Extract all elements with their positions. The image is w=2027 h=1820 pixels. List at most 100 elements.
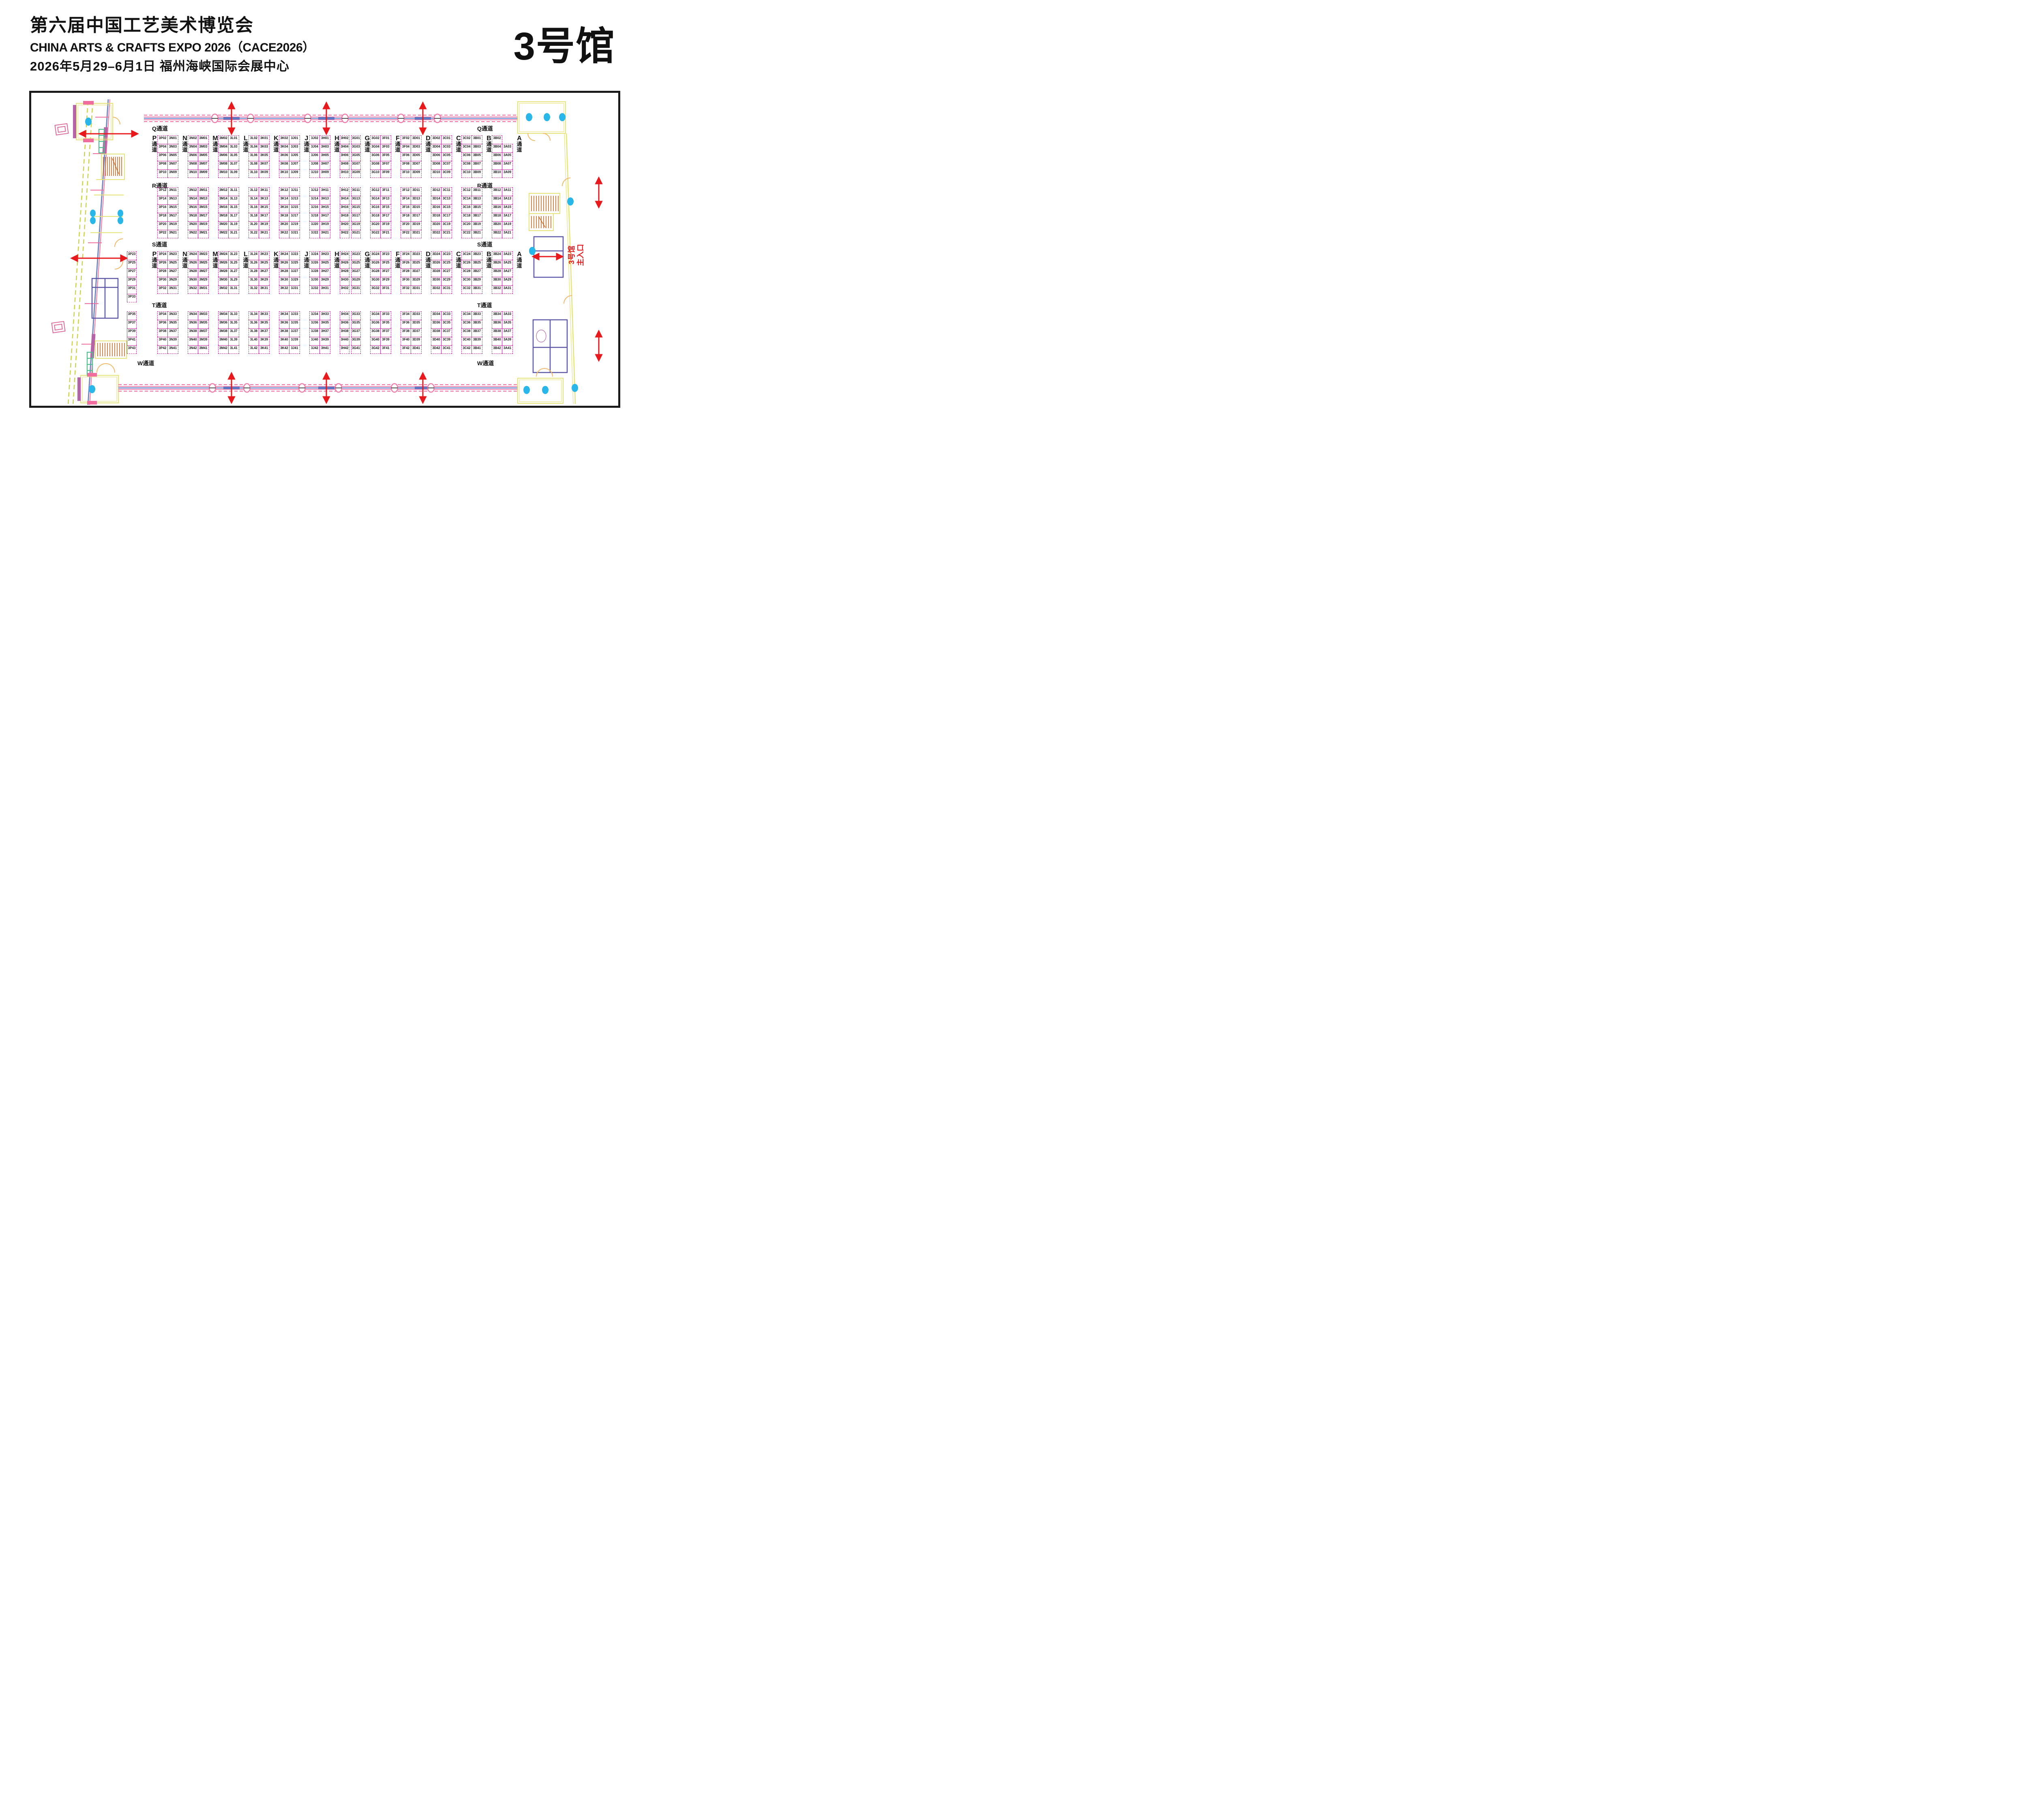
booth-cell[interactable]: 3F41 xyxy=(381,345,391,354)
booth-cell[interactable]: 3B09 xyxy=(472,169,482,178)
booth-cell[interactable]: 3G37 xyxy=(351,328,361,337)
booth-cell[interactable]: 3K20 xyxy=(279,221,289,230)
booth-cell[interactable]: 3J27 xyxy=(289,268,300,277)
booth-cell[interactable]: 3D11 xyxy=(411,187,422,196)
booth-cell[interactable]: 3N27 xyxy=(168,268,178,277)
booth-cell[interactable]: 3C32 xyxy=(461,285,472,294)
booth-cell[interactable]: 3F03 xyxy=(381,144,391,152)
booth-cell[interactable]: 3J04 xyxy=(309,144,320,152)
booth-cell[interactable]: 3N01 xyxy=(168,135,178,144)
booth-cell[interactable]: 3J40 xyxy=(309,337,320,345)
booth-cell[interactable]: 3D36 xyxy=(431,320,441,328)
booth-cell[interactable]: 3G33 xyxy=(351,311,361,320)
booth-cell[interactable]: 3D10 xyxy=(431,169,441,178)
booth-cell[interactable]: 3K33 xyxy=(259,311,270,320)
booth-cell[interactable]: 3D15 xyxy=(411,204,422,213)
booth-cell[interactable]: 3M13 xyxy=(198,196,209,204)
booth-cell[interactable]: 3B35 xyxy=(472,320,482,328)
booth-cell[interactable]: 3N30 xyxy=(188,277,198,285)
booth-cell[interactable]: 3A05 xyxy=(502,152,513,161)
booth-cell[interactable]: 3L14 xyxy=(249,196,259,204)
booth-cell[interactable]: 3B27 xyxy=(472,268,482,277)
booth-cell[interactable]: 3J16 xyxy=(309,204,320,213)
booth-cell[interactable]: 3P02 xyxy=(157,135,168,144)
booth-cell[interactable]: 3H37 xyxy=(320,328,330,337)
booth-cell[interactable]: 3J09 xyxy=(289,169,300,178)
booth-cell[interactable]: 3J41 xyxy=(289,345,300,354)
booth-cell[interactable]: 3G18 xyxy=(370,213,381,221)
booth-cell[interactable]: 3M03 xyxy=(198,144,209,152)
booth-cell[interactable]: 3L11 xyxy=(229,187,239,196)
booth-cell[interactable]: 3N11 xyxy=(168,187,178,196)
booth-cell[interactable]: 3M20 xyxy=(218,221,229,230)
booth-cell[interactable]: 3C13 xyxy=(441,196,452,204)
booth-cell[interactable]: 3J35 xyxy=(289,320,300,328)
booth-cell[interactable]: 3K11 xyxy=(259,187,270,196)
booth-cell[interactable]: 3D22 xyxy=(431,230,441,238)
booth-cell[interactable]: 3J34 xyxy=(309,311,320,320)
booth-cell[interactable]: 3L21 xyxy=(229,230,239,238)
booth-cell[interactable]: 3J07 xyxy=(289,161,300,169)
booth-cell[interactable]: 3H11 xyxy=(320,187,330,196)
booth-cell[interactable]: 3M19 xyxy=(198,221,209,230)
booth-cell[interactable]: 3J39 xyxy=(289,337,300,345)
booth-cell[interactable]: 3K26 xyxy=(279,260,289,268)
booth-cell[interactable]: 3F08 xyxy=(401,161,411,169)
booth-cell[interactable]: 3D16 xyxy=(431,204,441,213)
booth-cell[interactable]: 3F31 xyxy=(381,285,391,294)
booth-cell[interactable]: 3L33 xyxy=(229,311,239,320)
booth-cell[interactable]: 3H13 xyxy=(320,196,330,204)
booth-cell[interactable]: 3K02 xyxy=(279,135,289,144)
booth-cell[interactable]: 3K31 xyxy=(259,285,270,294)
booth-cell[interactable]: 3H02 xyxy=(340,135,349,144)
booth-cell[interactable]: 3K23 xyxy=(259,251,270,260)
booth-cell[interactable]: 3M37 xyxy=(198,328,209,337)
booth-cell[interactable]: 3H10 xyxy=(340,169,349,178)
booth-cell[interactable]: 3D02 xyxy=(431,135,441,144)
booth-cell[interactable]: 3J32 xyxy=(309,285,320,294)
booth-cell[interactable]: 3F32 xyxy=(401,285,411,294)
booth-cell[interactable]: 3F28 xyxy=(401,268,411,277)
booth-cell[interactable]: 3H31 xyxy=(320,285,330,294)
booth-cell[interactable]: 3F04 xyxy=(401,144,411,152)
booth-cell[interactable]: 3H06 xyxy=(340,152,349,161)
booth-cell[interactable]: 3J12 xyxy=(309,187,320,196)
booth-cell[interactable]: 3G14 xyxy=(370,196,381,204)
booth-cell[interactable]: 3J22 xyxy=(309,230,320,238)
booth-cell[interactable]: 3K39 xyxy=(259,337,270,345)
booth-cell[interactable]: 3L16 xyxy=(249,204,259,213)
booth-cell[interactable]: 3L42 xyxy=(249,345,259,354)
booth-cell[interactable]: 3G41 xyxy=(351,345,361,354)
booth-cell[interactable]: 3J18 xyxy=(309,213,320,221)
booth-cell[interactable]: 3M08 xyxy=(218,161,229,169)
booth-cell[interactable]: 3J42 xyxy=(309,345,320,354)
booth-cell[interactable]: 3B14 xyxy=(492,196,502,204)
booth-cell[interactable]: 3J17 xyxy=(289,213,300,221)
booth-cell[interactable]: 3N17 xyxy=(168,213,178,221)
booth-cell[interactable]: 3L37 xyxy=(229,328,239,337)
booth-cell[interactable]: 3K21 xyxy=(259,230,270,238)
booth-cell[interactable]: 3G01 xyxy=(351,135,361,144)
booth-cell[interactable]: 3D32 xyxy=(431,285,441,294)
booth-cell[interactable]: 3H26 xyxy=(340,260,349,268)
booth-cell[interactable]: 3N33 xyxy=(168,311,178,320)
booth-cell[interactable]: 3H35 xyxy=(320,320,330,328)
booth-cell[interactable]: 3N23 xyxy=(168,251,178,260)
booth-cell[interactable]: 3L36 xyxy=(249,320,259,328)
booth-cell[interactable]: 3L04 xyxy=(249,144,259,152)
booth-cell[interactable]: 3F21 xyxy=(381,230,391,238)
booth-cell[interactable]: 3B25 xyxy=(472,260,482,268)
booth-cell[interactable]: 3N14 xyxy=(188,196,198,204)
booth-cell[interactable]: 3K25 xyxy=(259,260,270,268)
booth-cell[interactable]: 3P27 xyxy=(127,268,137,277)
booth-cell[interactable]: 3M36 xyxy=(218,320,229,328)
booth-cell[interactable]: 3K17 xyxy=(259,213,270,221)
booth-cell[interactable]: 3P41 xyxy=(127,337,137,345)
booth-cell[interactable]: 3K04 xyxy=(279,144,289,152)
booth-cell[interactable]: 3G10 xyxy=(370,169,381,178)
booth-cell[interactable]: 3K30 xyxy=(279,277,289,285)
booth-cell[interactable]: 3G07 xyxy=(351,161,361,169)
booth-cell[interactable]: 3L27 xyxy=(229,268,239,277)
booth-cell[interactable]: 3N29 xyxy=(168,277,178,285)
booth-cell[interactable]: 3P33 xyxy=(127,294,137,302)
